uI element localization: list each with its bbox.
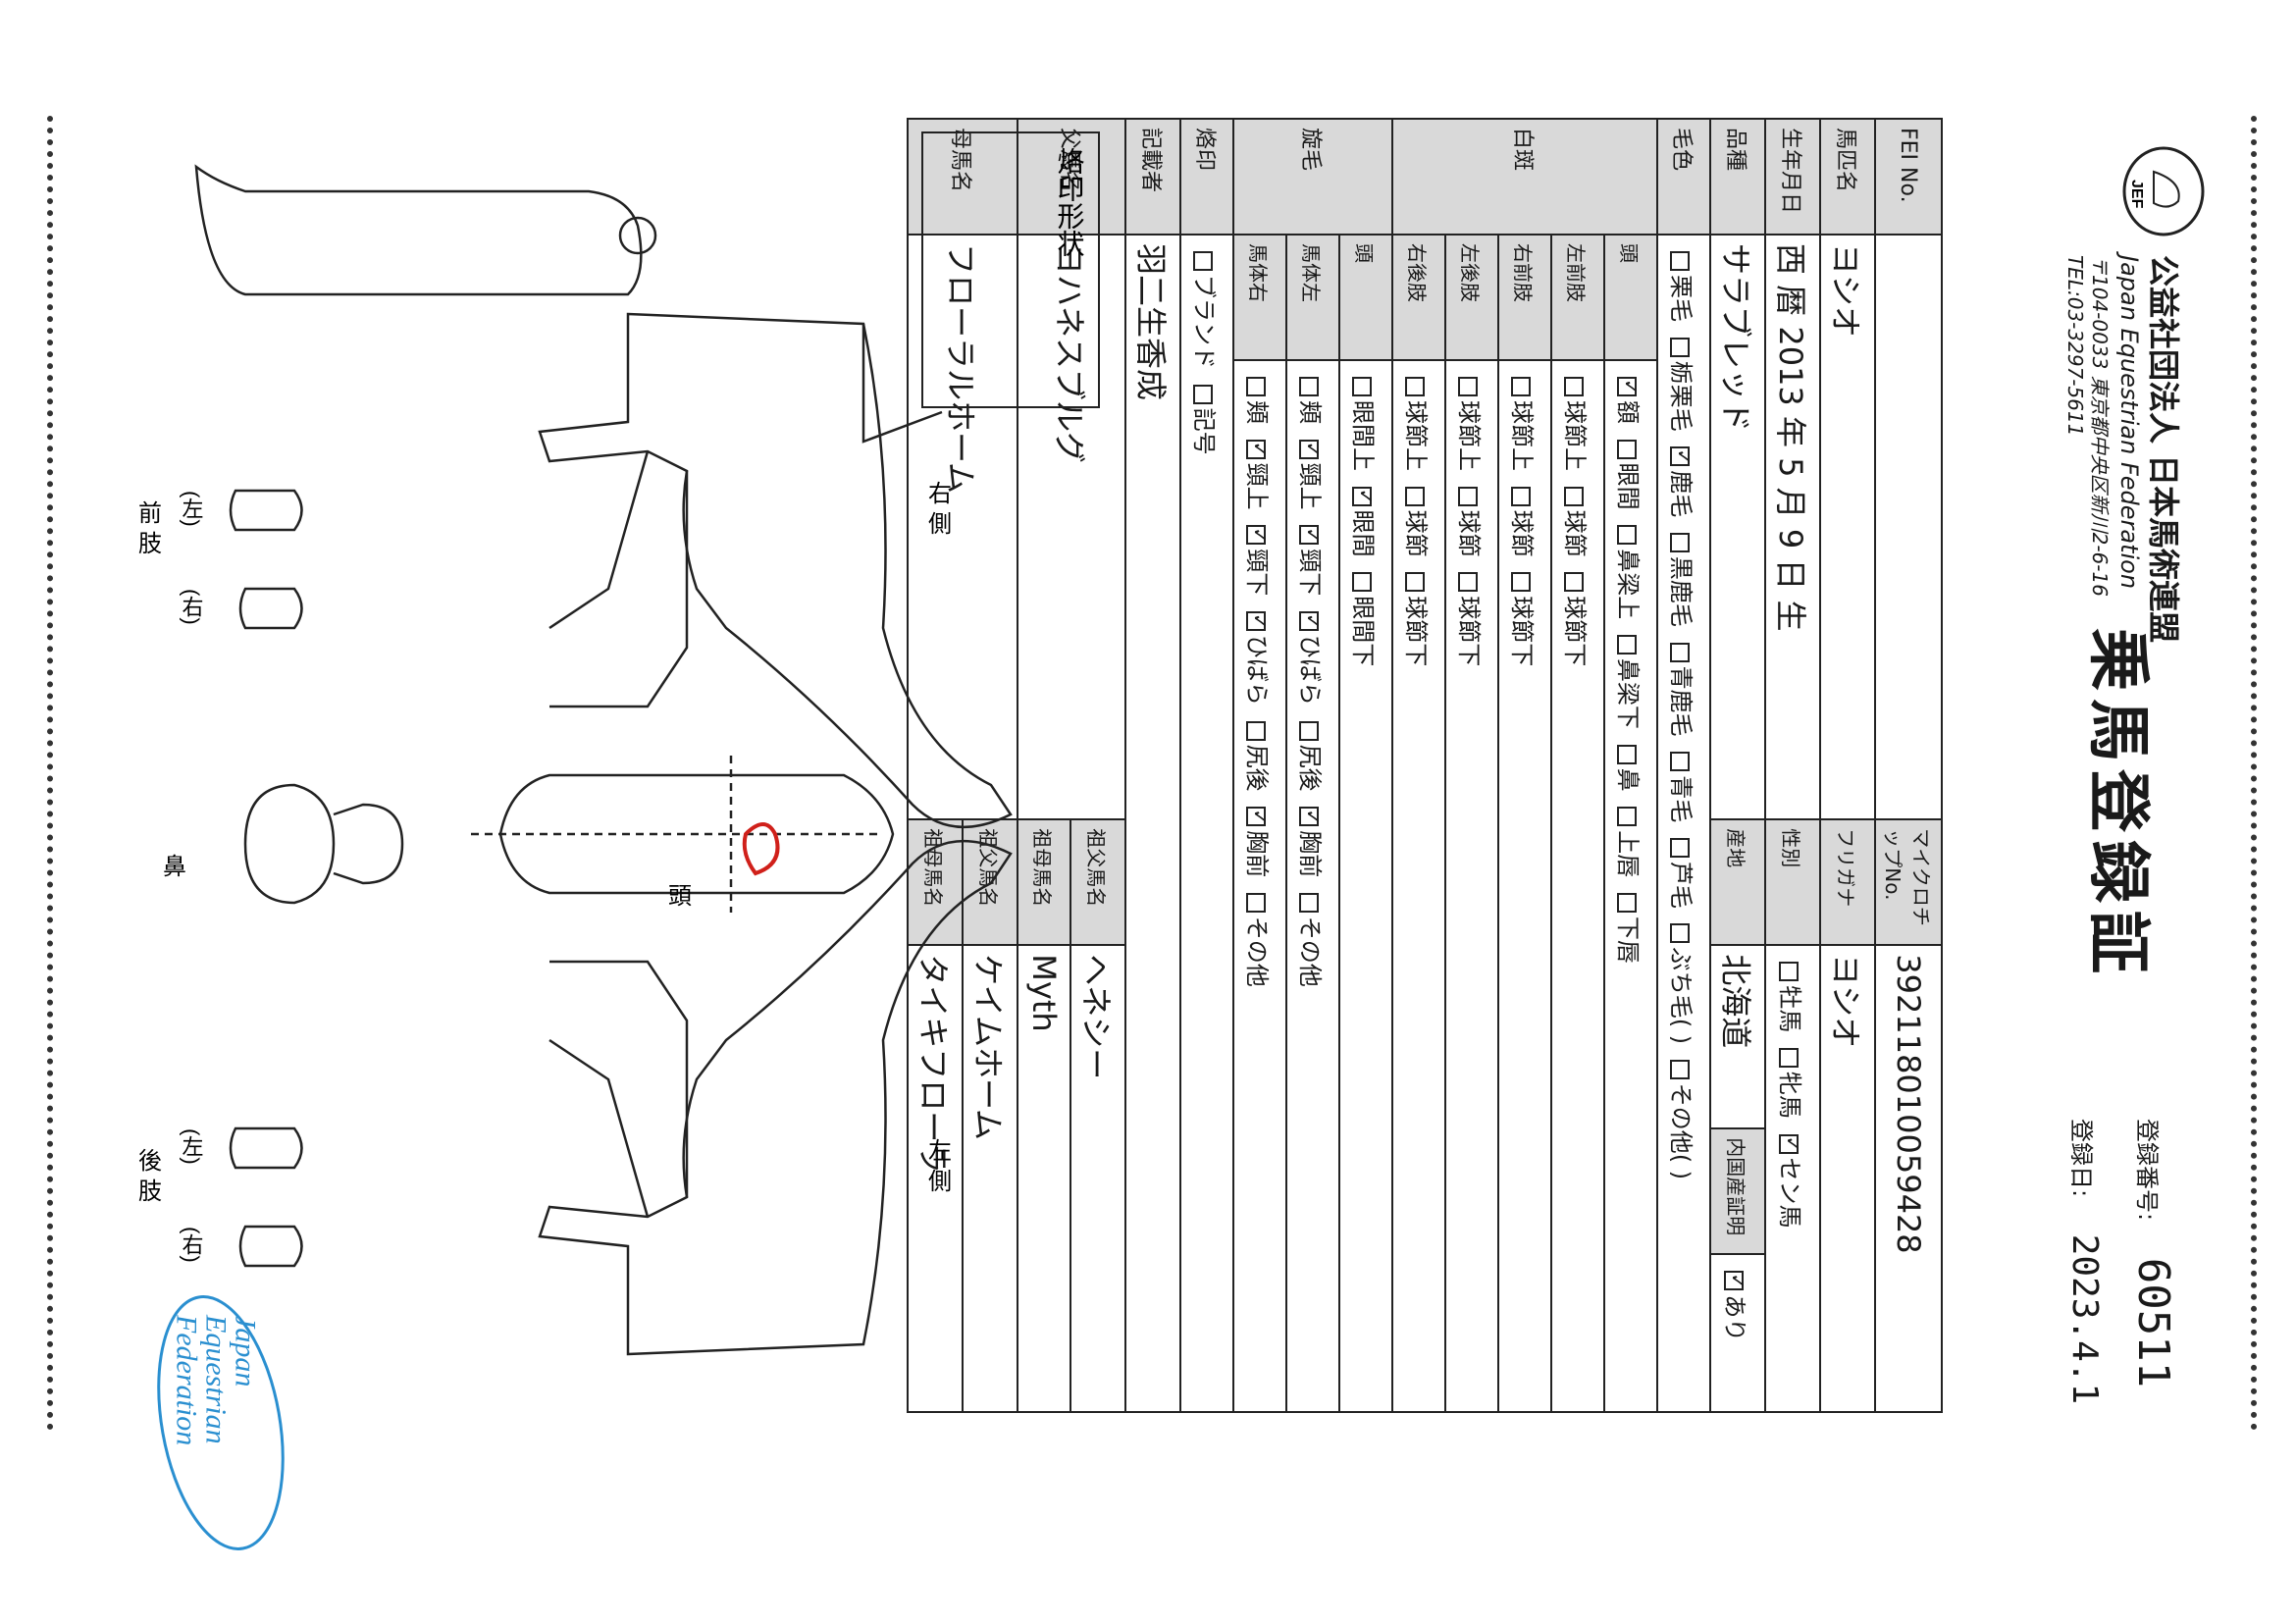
leg-diagrams-icon: [229, 489, 303, 1268]
hind-left-label: (左): [180, 1128, 204, 1165]
left-side-horse-icon: [538, 839, 1013, 1356]
head-label: 頭: [664, 883, 692, 907]
svg-text:JEF: JEF: [2128, 180, 2145, 209]
head-front-icon: [471, 756, 895, 913]
fore-right-label: (右): [180, 589, 204, 625]
stamp-line2: Equestrian: [200, 1314, 233, 1444]
brand-shape-box: [921, 131, 1100, 408]
hind-label: 後 肢: [134, 1148, 162, 1202]
brand-shape-label: 烙印形状: [1055, 147, 1085, 257]
stamp-line1: Japan: [230, 1315, 262, 1387]
muzzle-icon: [243, 783, 404, 905]
right-side-label: 右 側: [924, 481, 952, 535]
top-view-horse-icon: [194, 164, 657, 296]
fore-left-label: (左): [180, 491, 204, 527]
right-side-horse-icon: [538, 312, 1013, 829]
face-marking-icon: [742, 822, 780, 876]
hind-right-label: (右): [180, 1227, 204, 1263]
stamp-line3: Federation: [171, 1314, 203, 1445]
muzzle-label: 鼻: [159, 854, 185, 877]
federation-stamp-icon: [157, 1295, 285, 1550]
left-side-label: 左 側: [924, 1138, 952, 1192]
fore-label: 前 肢: [134, 500, 162, 554]
jef-logo-icon: JEF: [2122, 146, 2205, 236]
